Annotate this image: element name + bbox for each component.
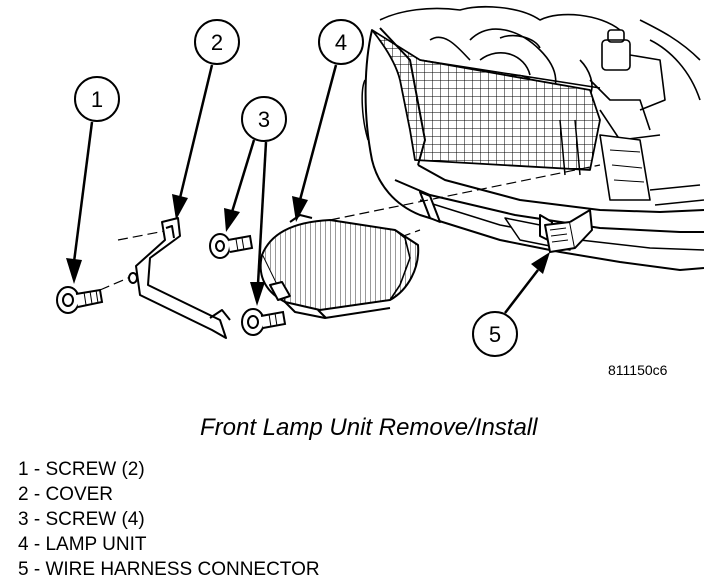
exploded-view-illustration: 1 2 3 4 5 — [56, 6, 704, 357]
callout-4: 4 — [292, 19, 364, 222]
lamp-unit — [259, 214, 420, 319]
legend-item-wire-harness-connector: 5 - WIRE HARNESS CONNECTOR — [18, 559, 320, 580]
screw-1 — [56, 286, 104, 314]
callout-3-number: 3 — [258, 107, 270, 132]
figure-id: 811150c6 — [608, 362, 668, 378]
legend-item-screw-2: 1 - SCREW (2) — [18, 459, 145, 480]
wire-harness-connector — [544, 209, 593, 253]
legend-item-cover: 2 - COVER — [18, 484, 114, 505]
screw-3a — [209, 233, 254, 259]
legend-item-screw-4: 3 - SCREW (4) — [18, 509, 145, 530]
figure-caption: Front Lamp Unit Remove/Install — [200, 414, 538, 441]
callout-5-number: 5 — [489, 322, 501, 347]
vehicle-front-end — [361, 6, 704, 271]
cover-bracket — [128, 217, 231, 339]
legend-list: 1 - SCREW (2) 2 - COVER 3 - SCREW (4) 4 … — [18, 457, 320, 582]
callout-5: 5 — [472, 252, 550, 357]
callout-3: 3 — [224, 96, 287, 306]
callout-4-number: 4 — [335, 30, 347, 55]
callout-2: 2 — [172, 19, 240, 220]
screw-3b — [241, 308, 287, 336]
callout-1: 1 — [66, 76, 120, 284]
callout-1-number: 1 — [91, 87, 103, 112]
legend-item-lamp-unit: 4 - LAMP UNIT — [18, 534, 147, 555]
grille — [371, 27, 601, 176]
callout-2-number: 2 — [211, 30, 223, 55]
